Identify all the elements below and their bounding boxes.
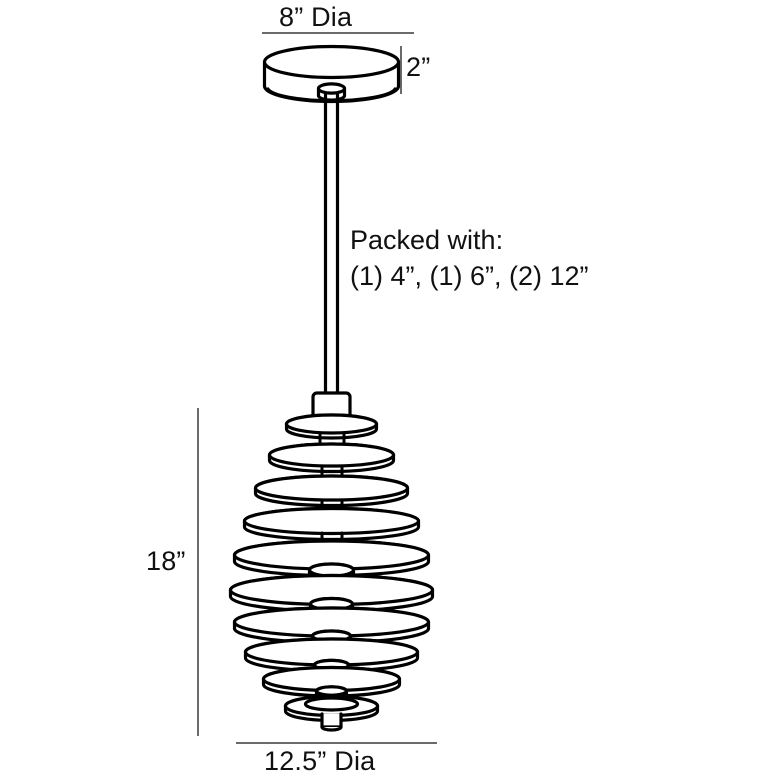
packed-with-note: Packed with: (1) 4”, (1) 6”, (2) 12” (350, 222, 589, 294)
canopy-height-label: 2” (406, 52, 431, 82)
stem-rod (323, 93, 340, 394)
coil-ring-1 (284, 413, 379, 440)
canopy-diameter-leader-line (262, 32, 414, 34)
canopy-height-leader-line (400, 46, 402, 94)
coil-ring-4 (242, 506, 421, 542)
coil-ring-2 (267, 442, 396, 474)
coil-ring-3 (253, 474, 410, 508)
shade-height-leader-line (197, 408, 199, 736)
coil-spiral-shade (228, 413, 435, 732)
shade-height-label: 18” (146, 546, 186, 576)
coil-ring-7 (232, 606, 431, 645)
shade-diameter-leader-line (236, 742, 437, 744)
canopy-diameter-label: 8” Dia (279, 2, 353, 32)
packed-with-heading: Packed with: (350, 225, 504, 255)
socket-housing (311, 391, 352, 420)
bottom-finial (320, 712, 343, 732)
stem-collar (316, 82, 347, 102)
packed-with-contents: (1) 4”, (1) 6”, (2) 12” (350, 261, 589, 291)
shade-diameter-label: 12.5” Dia (264, 746, 376, 776)
